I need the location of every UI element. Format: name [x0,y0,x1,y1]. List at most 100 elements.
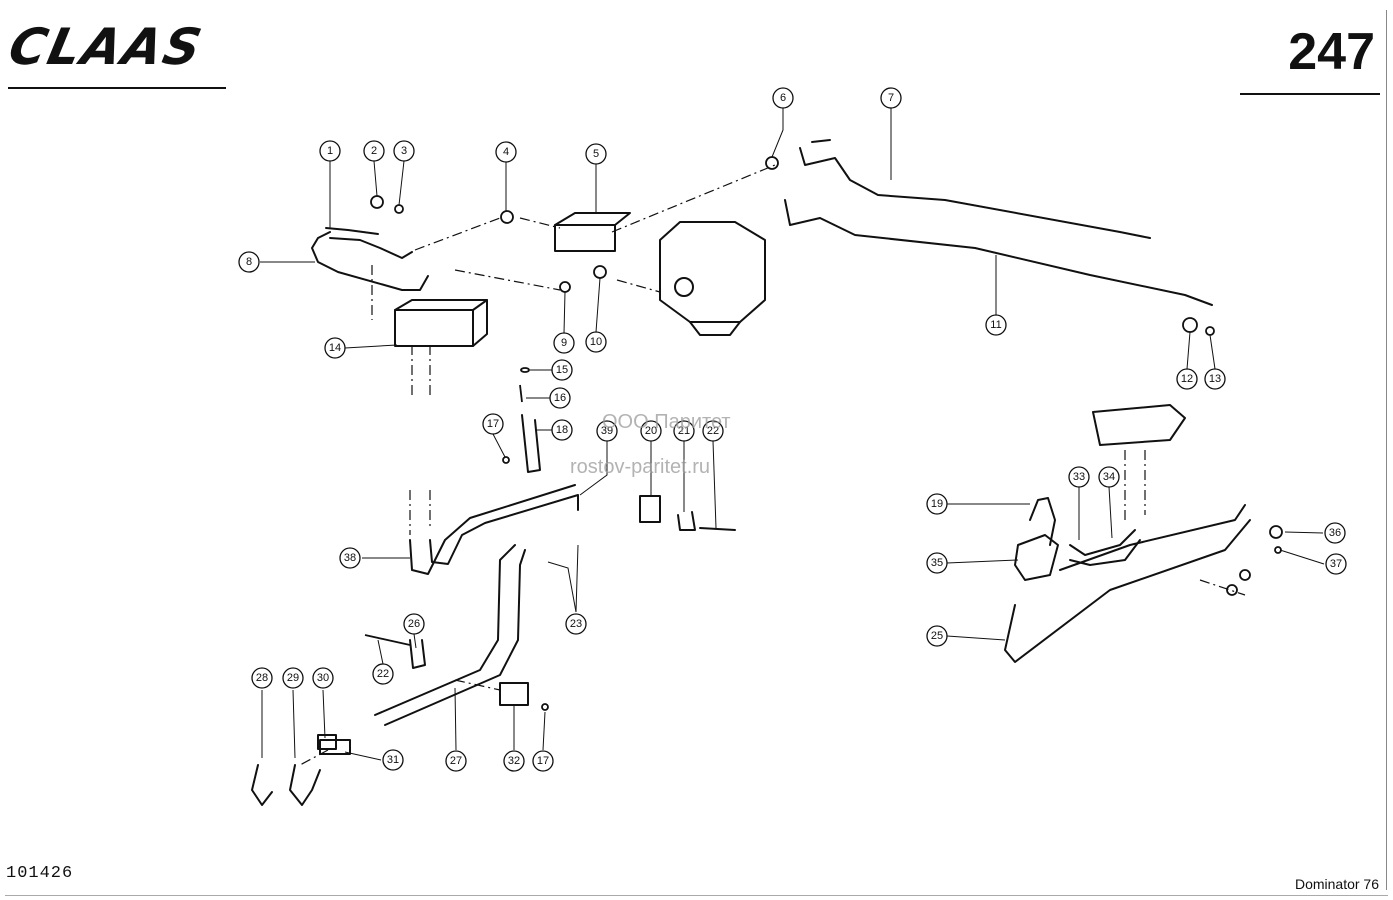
callout-17-top-circle [482,413,504,435]
leader-29 [292,689,296,759]
callout-15: 15 [556,364,568,376]
pipe-25 [1004,519,1251,663]
callout-7-circle [880,87,902,109]
valve-housing-right [1092,404,1186,446]
callout-23-circle [565,613,587,635]
leader-13 [1209,334,1216,370]
pipe-8 [311,231,429,291]
dash-line-m [454,679,501,691]
callout-28-circle [251,667,273,689]
valve-block-side [472,299,488,347]
callout-2-circle [363,140,385,162]
pipe-7 [799,147,1151,239]
callout-26-circle [403,613,425,635]
leader-14 [344,344,398,349]
callout-11-circle [985,314,1007,336]
callout-10: 10 [590,336,602,348]
callout-35-circle [926,552,948,574]
callout-25: 25 [931,630,943,642]
callout-32: 32 [508,755,520,767]
bolt-group-a [1226,584,1238,596]
dash-line-d [611,164,776,233]
leader-22-left [377,639,384,665]
callout-3: 3 [401,145,407,157]
leader-30 [322,689,326,739]
leader-39 [579,441,608,496]
callout-5-circle [585,143,607,165]
callout-1: 1 [327,145,333,157]
callout-30-circle [312,667,334,689]
nut-17-bottom [541,703,549,711]
callout-17-top: 17 [487,418,499,430]
callout-5: 5 [593,148,599,160]
nut-12 [1182,317,1198,333]
block-32 [499,682,529,706]
bracket-26 [409,639,426,669]
callout-8: 8 [246,256,252,268]
callout-33: 33 [1073,471,1085,483]
block-5 [554,224,616,252]
callout-33-circle [1068,466,1090,488]
callout-14: 14 [329,342,341,354]
callout-6: 6 [780,92,786,104]
leader-17-bottom [542,711,546,751]
callout-21-circle [673,420,695,442]
leader-3 [398,160,405,206]
callout-18: 18 [556,424,568,436]
callout-13: 13 [1209,373,1221,385]
callout-18-circle [551,419,573,441]
callout-17-bottom-circle [532,750,554,772]
frame-bottom-edge [5,895,1388,896]
callout-22-left: 22 [377,668,389,680]
valve-block-top [394,299,488,311]
leader-22-right [712,440,717,529]
callout-16: 16 [554,392,566,404]
pipe-33 [1069,529,1136,556]
callout-31-circle [382,749,404,771]
callout-12-circle [1176,368,1198,390]
callout-22-left-circle [372,663,394,685]
callout-3-circle [393,140,415,162]
leader-9 [563,291,566,334]
nut-17-top [502,456,510,464]
callout-31: 31 [387,754,399,766]
callout-6-circle [772,87,794,109]
callout-37-circle [1325,553,1347,575]
callout-16-circle [549,387,571,409]
leader-36 [1284,531,1324,534]
callout-26: 26 [408,618,420,630]
callout-27-circle [445,750,467,772]
dash-line-a [414,217,501,251]
pipe-25-b [1059,504,1246,571]
leader-26 [413,633,417,649]
callout-27: 27 [450,755,462,767]
pipe-11 [784,199,1213,306]
callout-10-circle [585,331,607,353]
pipe-38-b [429,494,579,565]
leader-34 [1108,486,1113,539]
leader-17-top [492,433,506,458]
pipe-38 [409,484,576,575]
callout-22-right: 22 [707,425,719,437]
callout-39: 39 [601,425,613,437]
clamp-20 [639,495,661,523]
callout-2: 2 [371,145,377,157]
callout-14-circle [324,337,346,359]
leader-23a [547,561,577,613]
callout-30: 30 [317,672,329,684]
coupling-31 [317,734,337,750]
pipe-7-end [811,139,831,143]
callout-35: 35 [931,557,943,569]
callout-36: 36 [1329,527,1341,539]
ring-3 [394,204,404,214]
callout-25-circle [926,625,948,647]
leader-12 [1186,331,1191,370]
pump-port [674,277,694,297]
coupling-chain-28 [251,764,273,806]
page-number: 247 [1288,23,1375,81]
bolt-22 [699,527,736,531]
callout-12: 12 [1181,373,1193,385]
pipe-27-b [384,549,526,726]
callout-34: 34 [1103,471,1115,483]
callout-11: 11 [990,319,1001,331]
